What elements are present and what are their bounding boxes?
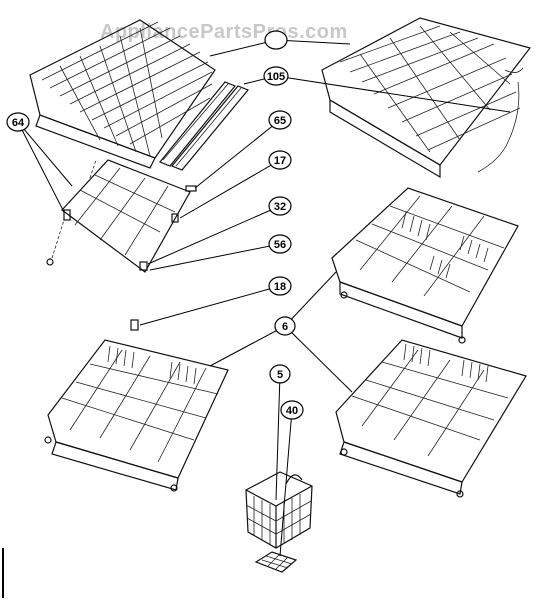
tine-cluster-upper-right: [401, 211, 489, 279]
callout-105[interactable]: 105: [263, 66, 289, 86]
leader-lines: [17, 39, 511, 557]
svg-text:5: 5: [277, 369, 283, 381]
rack-glide-rails[interactable]: [159, 81, 249, 171]
svg-text:56: 56: [274, 239, 286, 251]
callout-40[interactable]: 40: [280, 400, 304, 420]
callout-64[interactable]: 64: [6, 112, 30, 132]
callout-5[interactable]: 5: [269, 364, 291, 384]
lower-rack-lower-right[interactable]: [335, 339, 527, 498]
tine-cluster-lower-left: [107, 345, 197, 385]
callout-65[interactable]: 65: [268, 110, 292, 130]
callout-18[interactable]: 18: [268, 276, 292, 296]
tine-cluster-lower-right: [403, 343, 489, 383]
basket-cover[interactable]: [254, 551, 298, 573]
svg-text:18: 18: [274, 281, 286, 293]
callout-56[interactable]: 56: [268, 234, 292, 254]
rack-clip[interactable]: [130, 319, 139, 331]
svg-text:105: 105: [267, 71, 285, 83]
svg-text:64: 64: [12, 117, 25, 129]
silverware-basket[interactable]: [245, 471, 313, 549]
rack-adjuster-assembly[interactable]: [46, 159, 197, 273]
callout-top[interactable]: [264, 30, 288, 50]
upper-rack-left[interactable]: [29, 19, 216, 169]
svg-text:32: 32: [274, 201, 286, 213]
lower-rack-upper-right[interactable]: [331, 187, 519, 344]
callout-6[interactable]: 6: [274, 316, 296, 336]
callout-32[interactable]: 32: [268, 196, 292, 216]
svg-text:40: 40: [286, 405, 298, 417]
svg-text:6: 6: [282, 321, 288, 333]
svg-text:65: 65: [274, 115, 286, 127]
callout-17[interactable]: 17: [268, 150, 292, 170]
svg-text:17: 17: [274, 155, 286, 167]
lower-rack-left[interactable]: [44, 339, 229, 492]
upper-rack-right[interactable]: [321, 17, 532, 179]
